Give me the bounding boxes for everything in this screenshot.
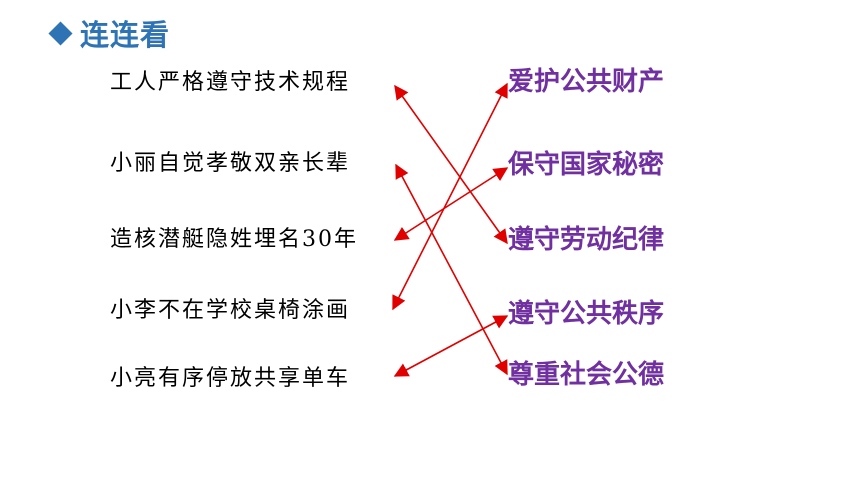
connector-line-5: [393, 315, 509, 377]
left-item-4[interactable]: 小李不在学校桌椅涂画: [110, 298, 351, 323]
exercise-title: 连连看: [48, 12, 170, 54]
right-item-3[interactable]: 遵守劳动纪律: [508, 225, 665, 255]
connector-line-4: [392, 82, 508, 311]
left-item-3[interactable]: 造核潜艇隐姓埋名30年: [110, 227, 358, 252]
left-item-1[interactable]: 工人严格遵守技术规程: [110, 70, 351, 95]
title-text: 连连看: [80, 18, 171, 52]
left-item-5[interactable]: 小亮有序停放共享单车: [110, 366, 351, 391]
right-item-1[interactable]: 爱护公共财产: [508, 67, 665, 97]
right-item-2[interactable]: 保守国家秘密: [508, 150, 665, 180]
connector-line-1: [394, 84, 508, 245]
connector-line-3: [393, 167, 509, 241]
right-item-5[interactable]: 尊重社会公德: [508, 360, 665, 390]
right-item-4[interactable]: 遵守公共秩序: [508, 299, 665, 329]
left-item-2[interactable]: 小丽自觉孝敬双亲长辈: [110, 151, 351, 176]
